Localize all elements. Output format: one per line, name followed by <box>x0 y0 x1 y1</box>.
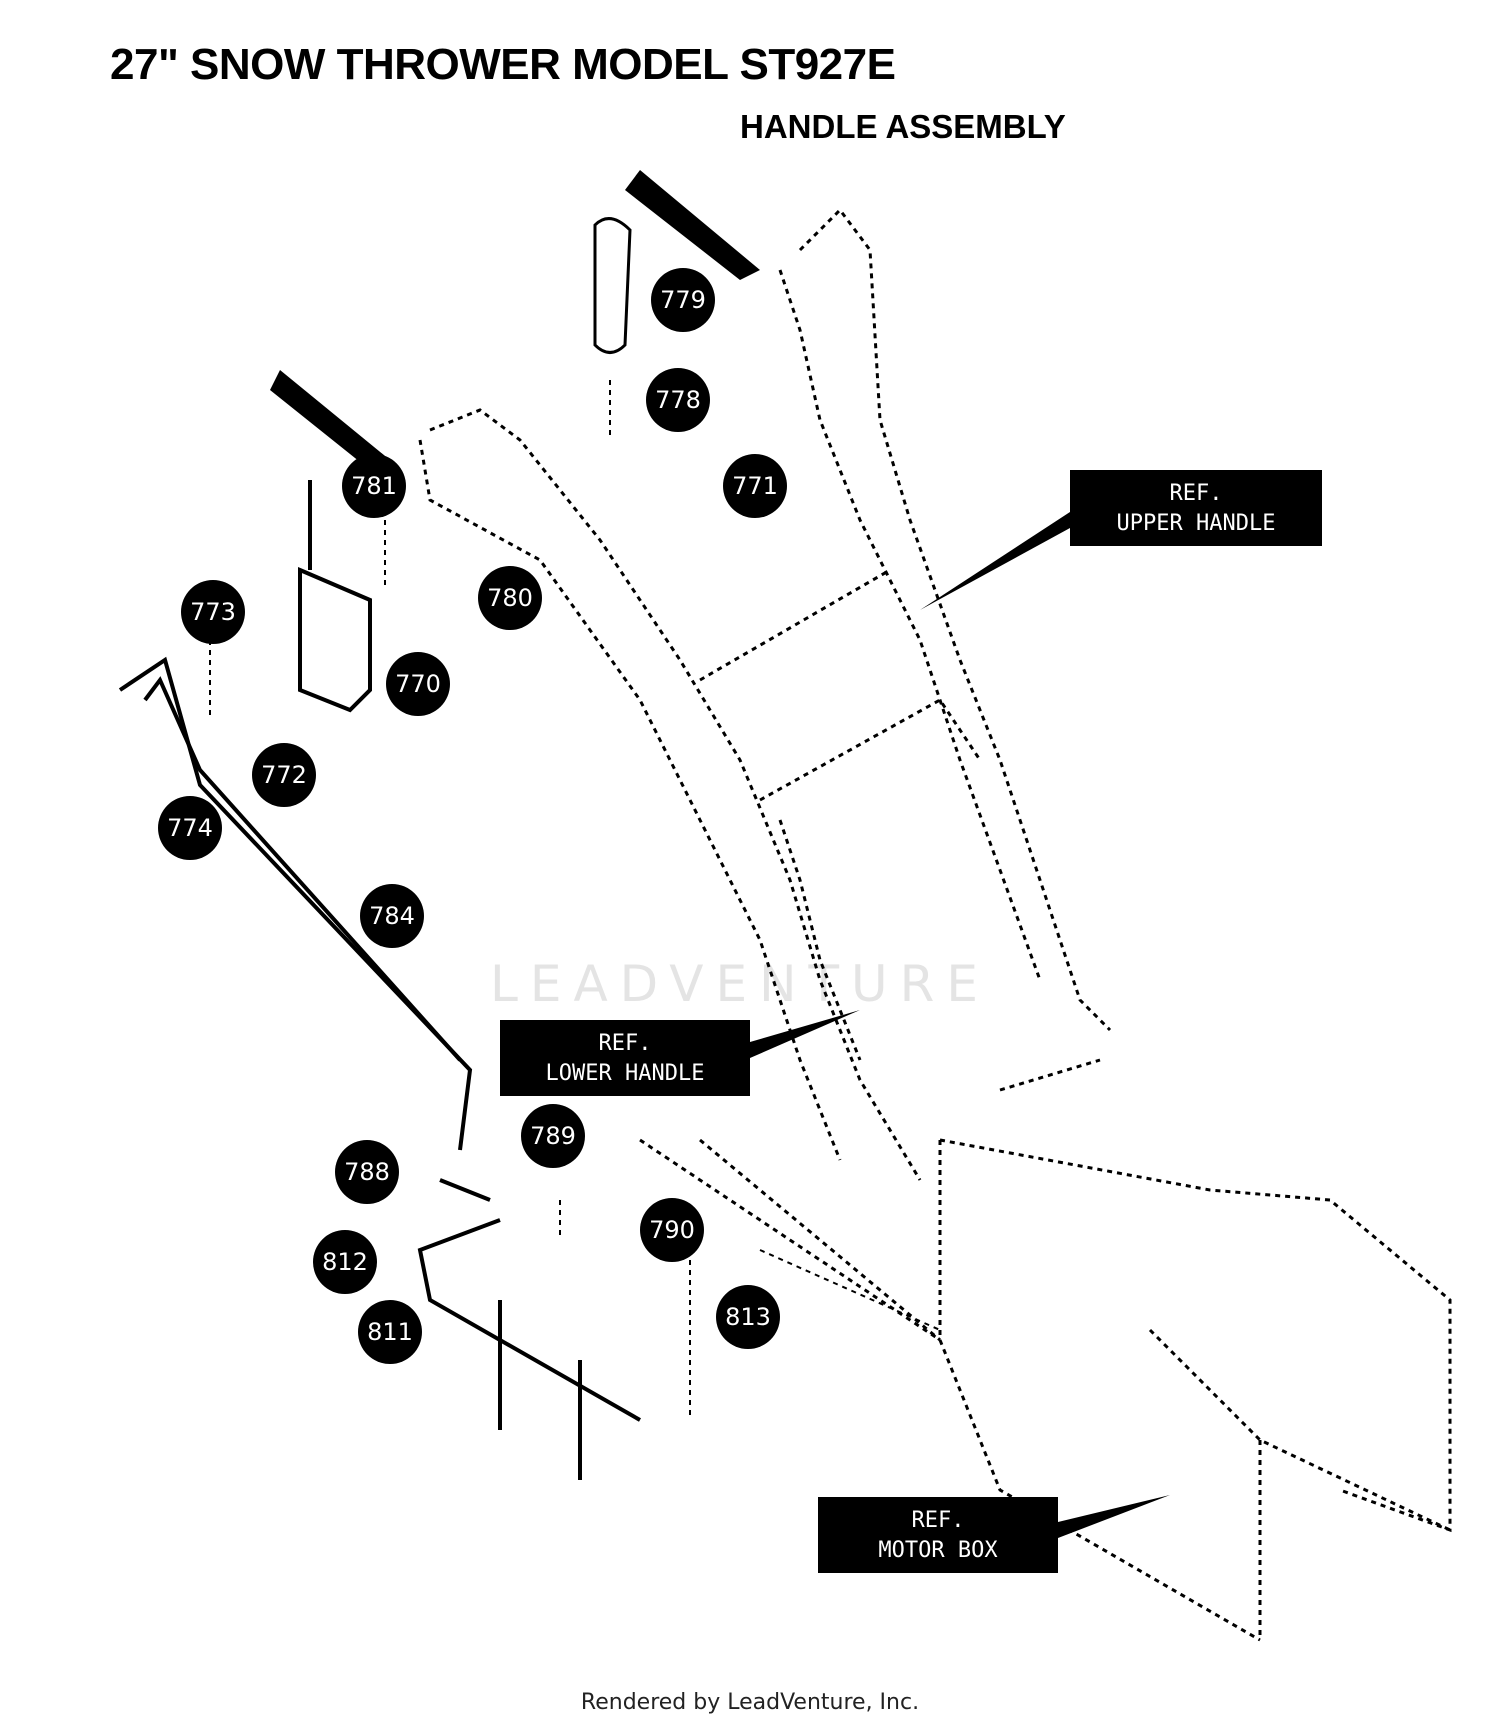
callout-number: 772 <box>261 761 307 789</box>
callout-badge <box>640 1198 704 1262</box>
callout-number: 773 <box>190 598 236 626</box>
ref-box <box>1070 470 1322 546</box>
callout-badge <box>646 368 710 432</box>
callout-badge <box>478 566 542 630</box>
callout-number: 790 <box>649 1216 695 1244</box>
callout-811: 811 <box>358 1300 422 1364</box>
callout-badge <box>723 454 787 518</box>
callout-number: 781 <box>351 472 397 500</box>
callout-layer: 779 778 771 781 780 773 770 772 774 784 789 788 790 8… <box>158 268 787 1364</box>
callout-badge <box>521 1104 585 1168</box>
ref-label-line: LOWER HANDLE <box>546 1061 705 1086</box>
callout-784: 784 <box>360 884 424 948</box>
callout-number: 789 <box>530 1122 576 1150</box>
ref-label-line: UPPER HANDLE <box>1117 511 1276 536</box>
callout-772: 772 <box>252 743 316 807</box>
callout-badge <box>313 1230 377 1294</box>
reference-labels: REF. UPPER HANDLE REF. LOWER HANDLE REF. MOTO… <box>500 470 1322 1573</box>
ref-label-line: REF. <box>1170 481 1223 506</box>
callout-779: 779 <box>651 268 715 332</box>
callout-number: 811 <box>367 1318 413 1346</box>
callout-774: 774 <box>158 796 222 860</box>
callout-813: 813 <box>716 1285 780 1349</box>
callout-number: 813 <box>725 1303 771 1331</box>
page-title: 27" SNOW THROWER MODEL ST927E <box>110 40 896 89</box>
callout-badge <box>716 1285 780 1349</box>
callout-788: 788 <box>335 1140 399 1204</box>
callout-number: 771 <box>732 472 778 500</box>
callout-780: 780 <box>478 566 542 630</box>
ref-label-line: REF. <box>912 1508 965 1533</box>
callout-number: 778 <box>655 386 701 414</box>
callout-number: 812 <box>322 1248 368 1276</box>
callout-773: 773 <box>181 580 245 644</box>
callout-781: 781 <box>342 454 406 518</box>
callout-number: 784 <box>369 902 415 930</box>
ref-pointer <box>750 1010 860 1058</box>
callout-badge <box>651 268 715 332</box>
ref-pointer <box>920 512 1070 610</box>
callout-number: 788 <box>344 1158 390 1186</box>
ref-motor-box: REF. MOTOR BOX <box>818 1495 1170 1573</box>
callout-badge <box>252 743 316 807</box>
section-title: HANDLE ASSEMBLY <box>740 108 1066 145</box>
callout-812: 812 <box>313 1230 377 1294</box>
callout-number: 770 <box>395 670 441 698</box>
callout-badge <box>181 580 245 644</box>
callout-number: 774 <box>167 814 213 842</box>
callout-badge <box>342 454 406 518</box>
callout-badge <box>386 652 450 716</box>
leader-lines <box>209 380 941 1420</box>
callout-number: 779 <box>660 286 706 314</box>
handle-grips <box>270 170 760 470</box>
callout-771: 771 <box>723 454 787 518</box>
ref-box <box>500 1020 750 1096</box>
callout-badge <box>158 796 222 860</box>
ref-label-line: REF. <box>599 1031 652 1056</box>
callout-badge <box>358 1300 422 1364</box>
callout-770: 770 <box>386 652 450 716</box>
ref-box <box>818 1497 1058 1573</box>
ref-lower-handle: REF. LOWER HANDLE <box>500 1010 860 1096</box>
watermark: LEADVENTURE <box>490 955 990 1013</box>
callout-790: 790 <box>640 1198 704 1262</box>
ref-label-line: MOTOR BOX <box>878 1538 998 1563</box>
callout-badge <box>360 884 424 948</box>
handle-frame <box>418 207 1452 1642</box>
footer-credit: Rendered by LeadVenture, Inc. <box>580 1690 920 1715</box>
callout-badge <box>335 1140 399 1204</box>
callout-778: 778 <box>646 368 710 432</box>
callout-789: 789 <box>521 1104 585 1168</box>
callout-number: 780 <box>487 584 533 612</box>
ref-pointer <box>1058 1495 1170 1538</box>
linkage-rods <box>118 480 641 1480</box>
ref-upper-handle: REF. UPPER HANDLE <box>920 470 1322 610</box>
